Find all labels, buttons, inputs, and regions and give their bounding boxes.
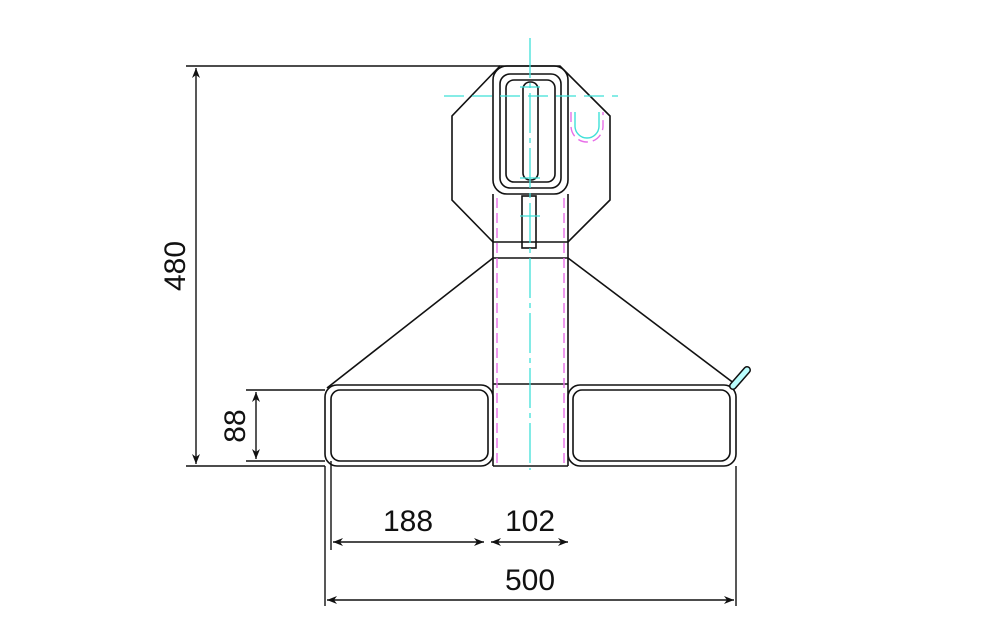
dimension-arm-height	[246, 389, 325, 462]
column	[326, 194, 736, 467]
dimension-height	[186, 65, 500, 467]
dim-label-88: 88	[219, 409, 252, 442]
pin	[729, 366, 751, 390]
dim-label-188: 188	[383, 505, 433, 538]
right-arm	[567, 384, 737, 467]
u-bolt-icon	[574, 112, 600, 139]
extension-lines	[324, 461, 737, 606]
left-arm	[324, 384, 494, 467]
dim-label-500: 500	[505, 564, 555, 597]
centerlines	[444, 38, 618, 470]
head-plate	[451, 65, 611, 249]
dim-label-480: 480	[159, 241, 192, 291]
hidden-lines	[496, 112, 604, 466]
dim-label-102: 102	[505, 505, 555, 538]
